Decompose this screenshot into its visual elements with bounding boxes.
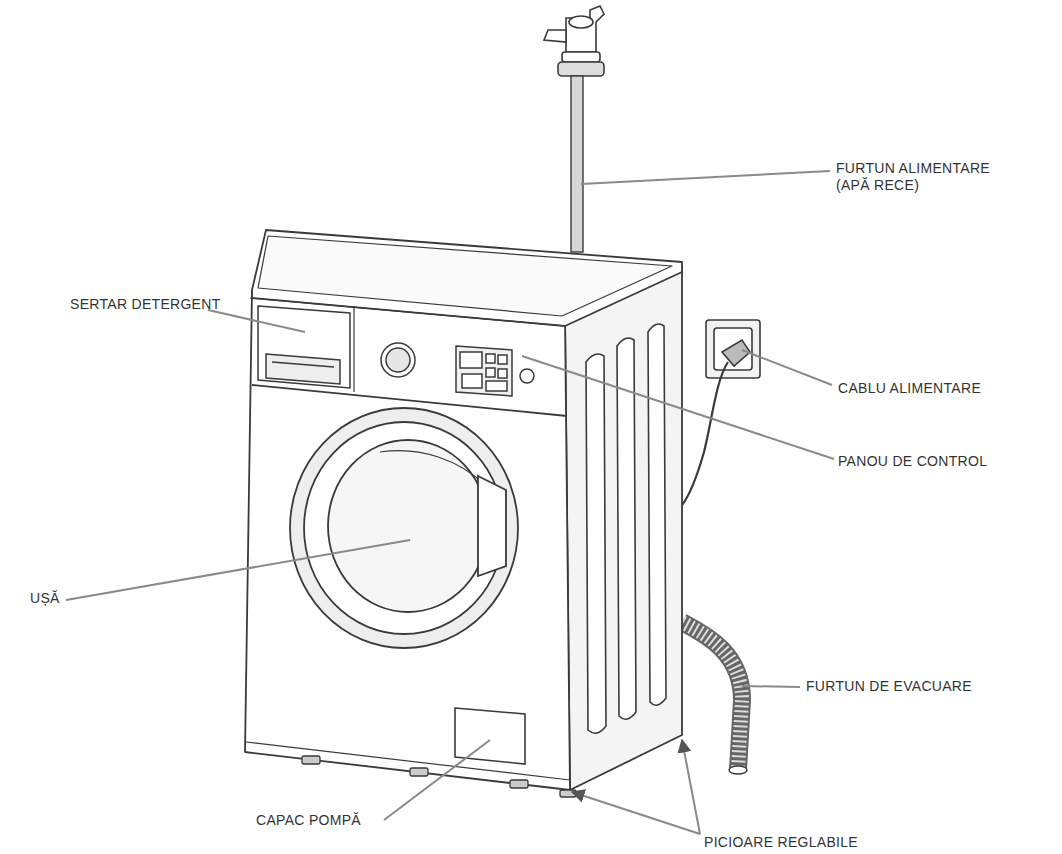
part-label: CABLU ALIMENTARE bbox=[838, 380, 981, 397]
glass-reflection bbox=[380, 451, 486, 486]
tap-spout bbox=[544, 30, 566, 42]
button bbox=[486, 368, 495, 377]
side-ribs bbox=[586, 324, 666, 733]
leader-line bbox=[742, 686, 800, 687]
control-panel bbox=[381, 343, 534, 396]
leader-line bbox=[208, 310, 305, 332]
tap-handle bbox=[569, 16, 593, 28]
door-ring bbox=[290, 408, 518, 648]
socket-inner bbox=[714, 328, 752, 370]
pump-cover bbox=[455, 708, 525, 764]
tap-body bbox=[566, 6, 604, 52]
drawer-handle bbox=[266, 354, 340, 384]
drain-hose bbox=[682, 622, 742, 770]
part-label: FURTUN DE EVACUARE bbox=[806, 678, 972, 695]
feet bbox=[302, 756, 576, 797]
display-screen bbox=[460, 352, 482, 368]
hose-coupling bbox=[558, 62, 604, 76]
door-glass bbox=[328, 440, 488, 612]
plug bbox=[722, 340, 750, 366]
drain-hose-end bbox=[729, 766, 747, 774]
leader-line bbox=[742, 350, 832, 385]
water-tap bbox=[544, 6, 604, 76]
machine-body bbox=[245, 230, 682, 790]
leader-line bbox=[384, 740, 490, 820]
part-label: SERTAR DETERGENT bbox=[70, 296, 221, 313]
display-frame bbox=[456, 346, 512, 396]
part-label: PANOU DE CONTROL bbox=[838, 453, 987, 470]
door bbox=[290, 408, 518, 648]
leader-arrow bbox=[682, 740, 700, 834]
leader-lines bbox=[66, 171, 834, 834]
wall-socket bbox=[706, 320, 760, 378]
leader-arrow bbox=[572, 792, 700, 834]
start-button bbox=[520, 369, 534, 383]
foot bbox=[302, 756, 320, 764]
power-cable bbox=[682, 362, 728, 505]
foot bbox=[410, 768, 428, 776]
part-label: PICIOARE REGLABILE bbox=[704, 834, 858, 851]
socket-plate bbox=[706, 320, 760, 378]
side-rib bbox=[648, 324, 666, 705]
side-rib bbox=[586, 354, 606, 733]
detergent-drawer bbox=[258, 306, 350, 388]
knob-inner bbox=[386, 348, 410, 372]
part-label: CAPAC POMPĂ bbox=[256, 812, 361, 829]
button bbox=[498, 355, 507, 364]
button bbox=[486, 354, 495, 363]
foot bbox=[510, 780, 528, 788]
leader-line bbox=[522, 356, 834, 459]
tap-nut bbox=[562, 52, 600, 62]
drain-hose-ribs bbox=[682, 622, 742, 770]
program-knob bbox=[381, 343, 415, 377]
button bbox=[486, 381, 507, 391]
side-panel bbox=[565, 266, 682, 790]
leader-line bbox=[66, 540, 410, 600]
drawer-front bbox=[258, 306, 350, 388]
part-label: FURTUN ALIMENTARE (APĂ RECE) bbox=[836, 160, 1006, 194]
inlet-hose bbox=[571, 76, 583, 252]
leader-line bbox=[581, 171, 830, 184]
button bbox=[462, 374, 482, 388]
drawer-grip bbox=[272, 362, 334, 367]
part-label: UȘĂ bbox=[30, 590, 60, 607]
button bbox=[498, 369, 507, 378]
door-frame bbox=[304, 422, 504, 634]
door-handle bbox=[478, 476, 506, 576]
drawer-divider bbox=[353, 306, 354, 392]
side-rib bbox=[617, 338, 636, 719]
